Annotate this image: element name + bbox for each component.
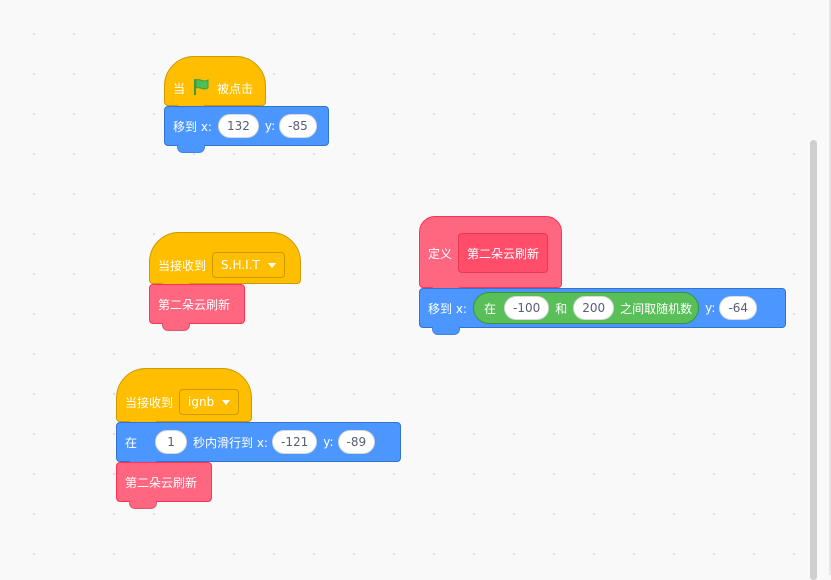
random-and-label: 和 <box>555 301 568 316</box>
custom-block-label: 第二朵云刷新 <box>125 475 198 490</box>
clicked-label: 被点击 <box>217 81 254 96</box>
dropdown-caret-icon <box>222 399 231 405</box>
script-define-block: 定义 第二朵云刷新 移到 x: 在 -100 和 200 之间取随机数 y: -… <box>419 216 786 335</box>
x-input[interactable]: -121 <box>271 430 318 454</box>
y-label: y: <box>264 119 276 133</box>
green-flag-icon <box>191 77 211 100</box>
call-custom-block[interactable]: 第二朵云刷新 <box>116 462 212 509</box>
script-receive-ignb: 当接收到 ignb 在 1 秒内滑行到 x: -121 y: -89 第二朵云刷… <box>116 368 401 509</box>
message-value: S.H.I.T <box>221 258 260 272</box>
go-to-xy-block[interactable]: 移到 x: 在 -100 和 200 之间取随机数 y: -64 <box>419 288 786 335</box>
go-to-xy-block[interactable]: 移到 x: 132 y: -85 <box>164 106 329 153</box>
seconds-input[interactable]: 1 <box>155 430 188 454</box>
random-prefix-label: 在 <box>483 301 496 316</box>
script-green-flag: 当 被点击 移到 x: 132 y: -85 <box>164 56 329 153</box>
message-dropdown[interactable]: ignb <box>179 389 240 415</box>
when-i-receive-block[interactable]: 当接收到 ignb <box>116 368 252 429</box>
glide-prefix-label: 在 <box>125 435 138 450</box>
y-input[interactable]: -89 <box>337 430 376 454</box>
define-block-hat[interactable]: 定义 第二朵云刷新 <box>419 216 562 295</box>
y-input[interactable]: -64 <box>719 296 758 320</box>
when-receive-label: 当接收到 <box>158 258 207 273</box>
random-to-input[interactable]: 200 <box>573 296 615 320</box>
when-flag-clicked-block[interactable]: 当 被点击 <box>164 56 266 113</box>
dropdown-caret-icon <box>267 262 276 268</box>
custom-block-prototype[interactable]: 第二朵云刷新 <box>458 233 549 273</box>
pick-random-reporter[interactable]: 在 -100 和 200 之间取随机数 <box>472 292 700 324</box>
when-label: 当 <box>173 81 186 96</box>
random-from-input[interactable]: -100 <box>503 296 550 320</box>
script-receive-shit: 当接收到 S.H.I.T 第二朵云刷新 <box>149 232 301 331</box>
y-label: y: <box>323 435 334 449</box>
go-to-label: 移到 x: <box>428 301 467 316</box>
workspace-edge-divider <box>829 0 831 575</box>
x-input[interactable]: 132 <box>217 114 259 138</box>
define-label: 定义 <box>428 246 453 261</box>
message-value: ignb <box>188 395 215 409</box>
when-i-receive-block[interactable]: 当接收到 S.H.I.T <box>149 232 301 291</box>
vertical-scrollbar[interactable] <box>810 140 817 580</box>
message-dropdown[interactable]: S.H.I.T <box>212 252 285 278</box>
y-label: y: <box>705 301 716 315</box>
custom-block-label: 第二朵云刷新 <box>158 297 231 312</box>
go-to-label: 移到 x: <box>173 119 212 134</box>
call-custom-block[interactable]: 第二朵云刷新 <box>149 284 245 331</box>
when-receive-label: 当接收到 <box>125 395 174 410</box>
glide-to-xy-block[interactable]: 在 1 秒内滑行到 x: -121 y: -89 <box>116 422 401 469</box>
random-suffix-label: 之间取随机数 <box>620 301 693 316</box>
y-input[interactable]: -85 <box>279 114 317 138</box>
glide-middle-label: 秒内滑行到 x: <box>193 435 268 450</box>
